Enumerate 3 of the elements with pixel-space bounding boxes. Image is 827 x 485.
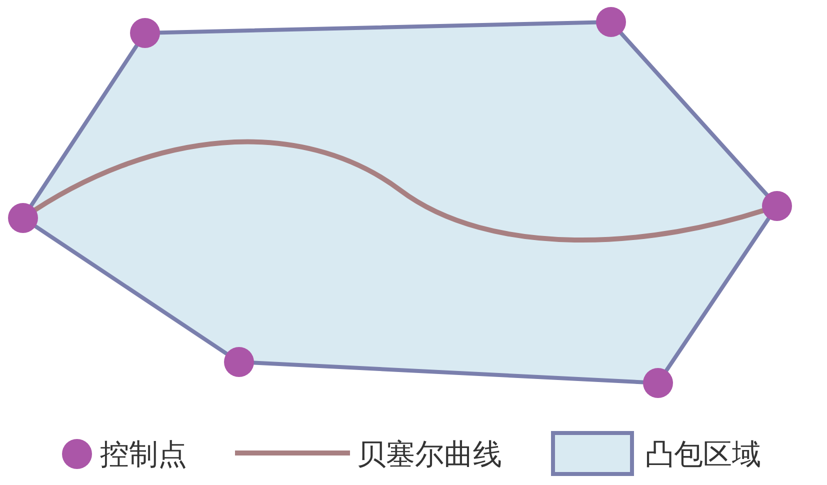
legend-label: 控制点 (100, 437, 187, 471)
legend-label: 贝塞尔曲线 (357, 437, 502, 471)
legend-label: 凸包区域 (645, 437, 761, 471)
